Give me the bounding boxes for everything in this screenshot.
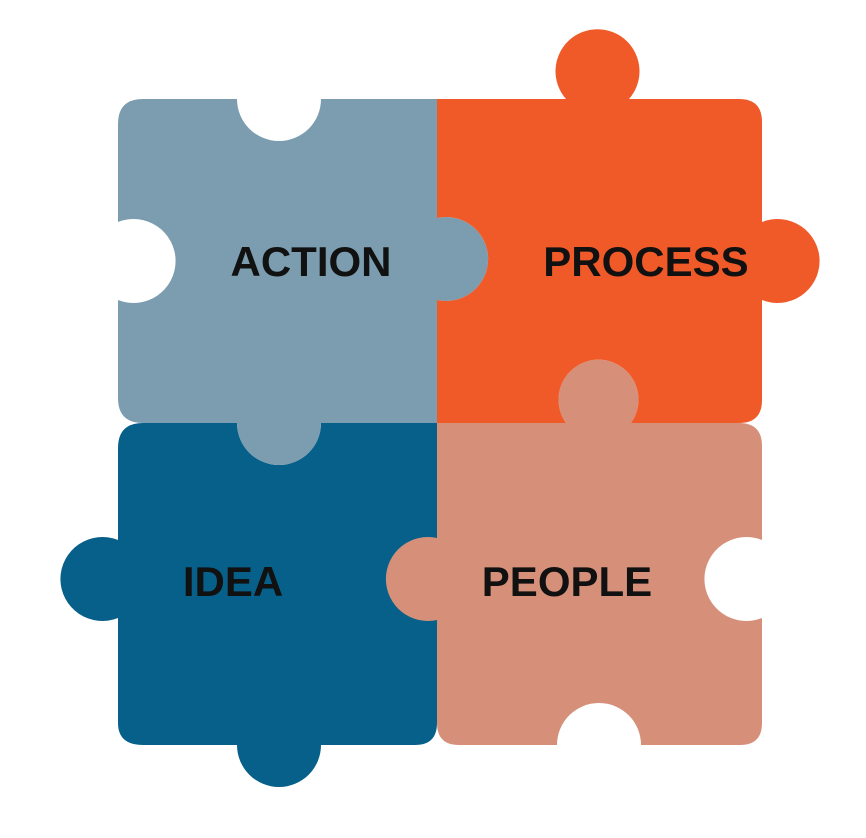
piece-idea: IDEA (60, 423, 437, 787)
piece-people-shape (385, 359, 762, 745)
piece-idea-shape (60, 423, 437, 787)
piece-action: ACTION (118, 99, 489, 465)
piece-people: PEOPLE (385, 359, 762, 745)
piece-process-shape (437, 29, 820, 424)
piece-action-shape (118, 99, 489, 465)
piece-people-label: PEOPLE (482, 558, 652, 605)
piece-process: PROCESS (437, 29, 820, 424)
piece-process-label: PROCESS (543, 238, 748, 285)
piece-action-label: ACTION (231, 238, 392, 285)
piece-idea-label: IDEA (183, 558, 283, 605)
